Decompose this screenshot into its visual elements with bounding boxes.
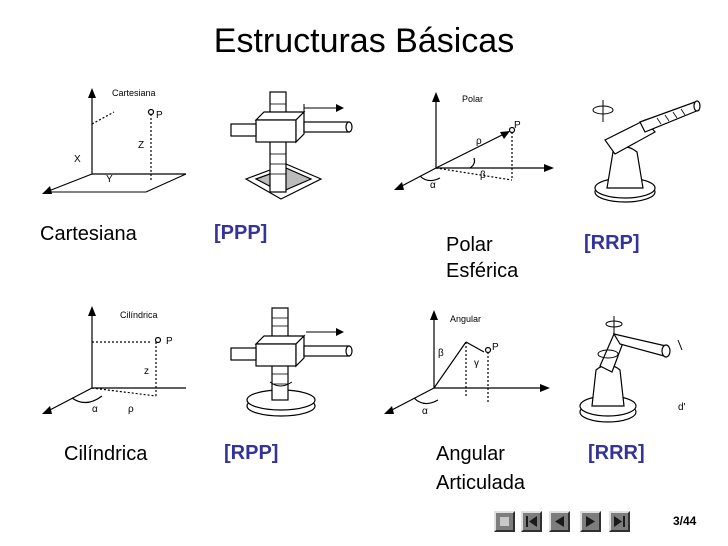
polar-axes-diagram: Polar P ρ α β — [394, 92, 554, 191]
play-icon[interactable] — [549, 511, 570, 532]
svg-text:ρ: ρ — [476, 136, 482, 147]
structure-name-polar: Polar — [446, 234, 493, 256]
previous-slide-icon[interactable] — [521, 511, 542, 532]
slide-number: 3/44 — [673, 514, 697, 528]
svg-text:X: X — [74, 154, 81, 165]
svg-text:P: P — [514, 120, 521, 131]
angular-diagram-label: Angular — [450, 314, 481, 324]
cartesian-robot-drawing — [230, 91, 353, 200]
svg-text:P: P — [492, 342, 499, 353]
structure-name-esferica: Esférica — [446, 260, 519, 282]
structure-code-rrr: [RRR] — [588, 442, 645, 464]
svg-text:z: z — [144, 366, 149, 377]
svg-text:α: α — [422, 406, 428, 417]
cartesian-axes-diagram: Cartesiana P Z X Y — [42, 88, 187, 194]
polar-diagram-label: Polar — [462, 94, 483, 104]
svg-text:α: α — [430, 180, 436, 191]
structure-name-cartesiana: Cartesiana — [40, 223, 137, 245]
svg-text:Z: Z — [138, 140, 144, 151]
svg-text:Y: Y — [106, 174, 113, 185]
structure-code-rrp: [RRP] — [584, 232, 640, 254]
cylindrical-diagram-label: Cilíndrica — [120, 310, 158, 320]
svg-text:β: β — [480, 170, 486, 181]
svg-text:d': d' — [678, 402, 686, 413]
next-slide-icon[interactable] — [580, 511, 601, 532]
svg-text:ρ: ρ — [128, 404, 134, 415]
structure-code-ppp: [PPP] — [214, 222, 268, 244]
svg-text:P: P — [156, 110, 163, 121]
structure-code-rpp: [RPP] — [224, 442, 279, 464]
structure-name-articulada: Articulada — [436, 472, 525, 494]
svg-text:β: β — [438, 348, 444, 359]
angular-robot-drawing: d' — [579, 316, 686, 423]
cartesian-diagram-label: Cartesiana — [112, 88, 156, 98]
first-slide-icon[interactable] — [494, 511, 515, 532]
svg-text:P: P — [166, 336, 173, 347]
cylindrical-axes-diagram: Cilíndrica P z α ρ — [42, 306, 186, 415]
svg-text:γ: γ — [474, 358, 479, 369]
slide-title: Estructuras Básicas — [213, 22, 515, 60]
last-slide-icon[interactable] — [609, 511, 630, 532]
cylindrical-robot-drawing — [230, 307, 353, 417]
svg-text:α: α — [92, 404, 98, 415]
structure-name-angular: Angular — [436, 443, 505, 465]
structure-name-cilindrica: Cilíndrica — [64, 443, 148, 465]
polar-robot-drawing — [592, 100, 701, 203]
angular-axes-diagram: Angular P β γ α — [384, 310, 550, 417]
